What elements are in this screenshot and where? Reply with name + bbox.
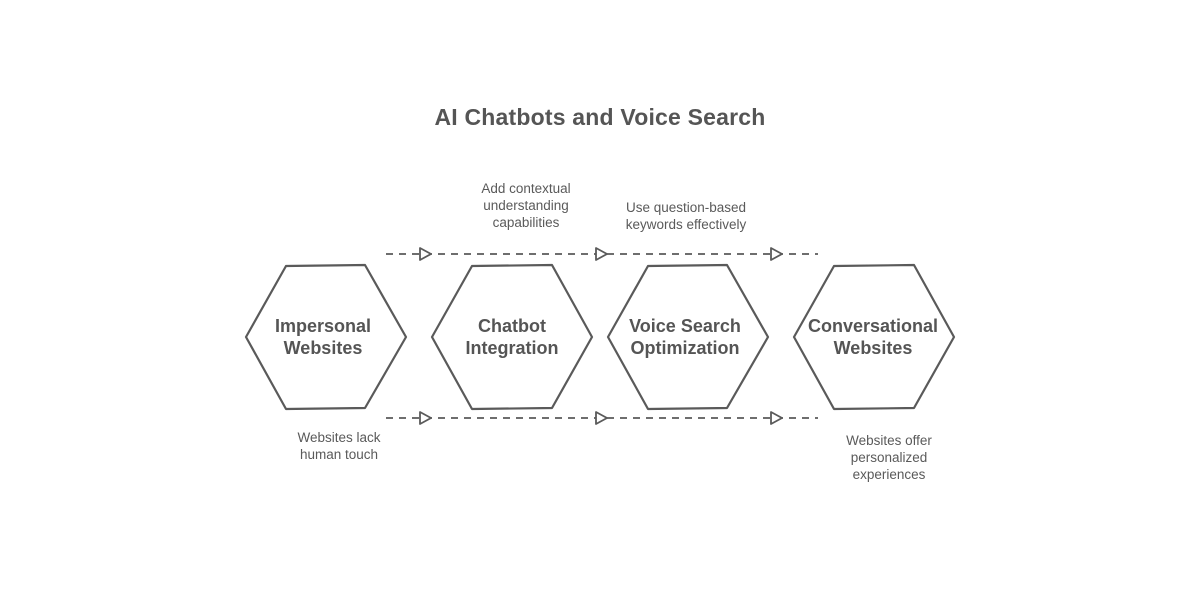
node-conversational-hexagon <box>792 263 956 411</box>
top-arrow-3 <box>770 247 783 261</box>
node-voice-hexagon <box>606 263 770 411</box>
top-arrow-1 <box>419 247 432 261</box>
node-impersonal-line-1: Impersonal <box>274 316 372 336</box>
note-offer: Websites offer personalized experiences <box>846 433 932 482</box>
node-conversational-line-2: Websites <box>833 338 913 358</box>
note-lack: Websites lack human touch <box>297 430 381 462</box>
bottom-arrow-1 <box>419 411 432 425</box>
node-impersonal-label: Impersonal Websites <box>238 315 408 359</box>
node-impersonal-line-2: Websites <box>283 338 363 358</box>
node-conversational-line-1: Conversational <box>807 316 939 336</box>
note-keywords: Use question-based keywords effectively <box>625 200 747 232</box>
node-chatbot-label: Chatbot Integration <box>427 315 597 359</box>
bottom-arrow-3 <box>770 411 783 425</box>
node-voice-line-2: Optimization <box>630 338 740 358</box>
node-voice-line-1: Voice Search <box>629 316 741 336</box>
node-chatbot-hexagon <box>430 263 594 411</box>
top-arrow-2 <box>595 247 608 261</box>
node-voice-label: Voice Search Optimization <box>600 315 770 359</box>
node-chatbot-line-2: Integration <box>465 338 559 358</box>
diagram-title: AI Chatbots and Voice Search <box>434 104 766 130</box>
bottom-arrow-2 <box>595 411 608 425</box>
note-contextual: Add contextual understanding capabilitie… <box>481 181 571 230</box>
node-chatbot-line-1: Chatbot <box>478 316 546 336</box>
node-conversational-label: Conversational Websites <box>788 315 958 359</box>
node-impersonal-hexagon <box>244 263 408 411</box>
